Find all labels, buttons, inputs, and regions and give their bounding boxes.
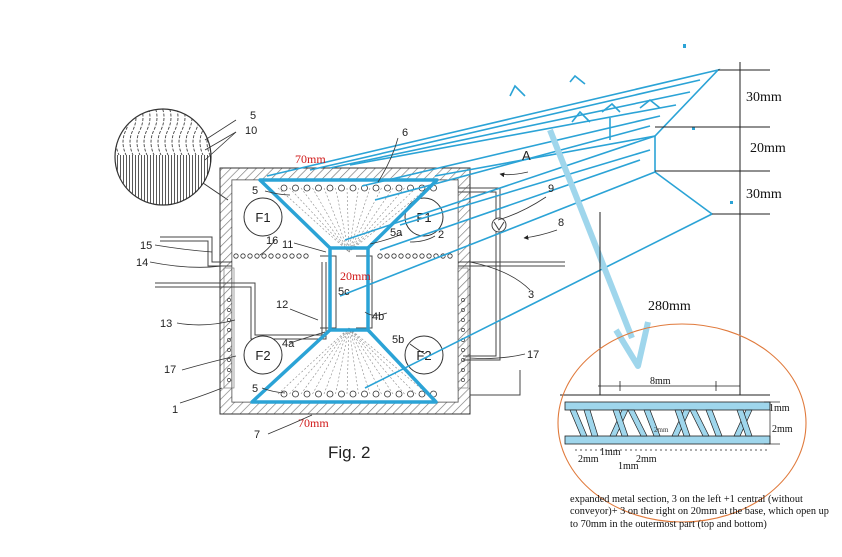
detail-ellipse: [557, 323, 807, 523]
dim-20mm-middle: 20mm: [750, 141, 786, 156]
dim-30mm-bottom: 30mm: [746, 187, 782, 202]
detail-dim: 1mm: [600, 447, 621, 458]
reference-numbers: 5 10 6 9 5 2 5a 16 15 14 11 3 12 5c 13 4…: [136, 110, 564, 441]
ref-number: 16: [266, 235, 278, 247]
ref-number: 9: [548, 183, 554, 195]
ref-number: 11: [282, 239, 293, 251]
ref-number: 5c: [338, 286, 350, 298]
dim-30mm-top: 30mm: [746, 90, 782, 105]
ref-number: 5: [250, 110, 256, 122]
pump-symbol: [491, 217, 507, 233]
ref-number: 15: [140, 240, 152, 252]
section-detail: 8mm 1mm 2mm 2mm 1mm 2mm 2mm 1mm: [557, 323, 807, 523]
ref-number: 5: [252, 185, 258, 197]
detail-dim: 1mm: [769, 403, 790, 414]
detail-dim: 2mm: [654, 426, 669, 434]
ref-number: 6: [402, 127, 408, 139]
ref-number: 8: [558, 217, 564, 229]
dim-bottom-opening: 70mm: [298, 416, 329, 430]
dim-top-opening: 70mm: [295, 152, 326, 166]
piping: [155, 187, 565, 396]
ref-number: 5: [252, 383, 258, 395]
ref-number: 1: [172, 404, 178, 416]
detail-dim: 2mm: [772, 424, 793, 435]
ref-number: 4a: [282, 338, 295, 350]
detail-bottom-strip: [564, 435, 771, 445]
pump-valve-icon: [493, 221, 505, 231]
magnifier-detail: [114, 108, 237, 206]
overlay-perspective-3d: [266, 68, 721, 389]
heater-bottom-row: [280, 390, 437, 398]
ref-number: 7: [254, 429, 260, 441]
overlay-pointer-arrow: [547, 128, 651, 369]
chamber-label: F2: [255, 348, 270, 363]
ref-number: 17: [527, 349, 539, 361]
leader-lines: [149, 137, 558, 435]
ref-number: 13: [160, 318, 172, 330]
detail-dim: 2mm: [636, 454, 657, 465]
ref-number: 12: [276, 299, 288, 311]
heater-top-row: [280, 184, 437, 192]
detail-webs: [569, 409, 753, 437]
ref-number: 3: [528, 289, 534, 301]
figure-caption: Fig. 2: [328, 443, 371, 462]
ref-number: 2: [438, 229, 444, 241]
dim-280mm: 280mm: [648, 299, 691, 314]
dimension-lines: [560, 62, 770, 396]
ref-number: 14: [136, 257, 148, 269]
dim-center-gap: 20mm: [340, 269, 371, 283]
detail-width: 8mm: [650, 376, 671, 387]
ref-number: 4b: [372, 311, 384, 323]
ref-number: 5a: [390, 227, 403, 239]
chamber-label: F1: [255, 210, 270, 225]
section-letter: A: [522, 148, 531, 163]
detail-top-strip: [564, 401, 771, 411]
blue-marks: [683, 44, 733, 204]
detail-dim: 1mm: [618, 461, 639, 472]
overlay-funnel-outline: [250, 178, 439, 404]
ref-number: 10: [245, 125, 257, 137]
chamber-label: F2: [416, 348, 431, 363]
fan-lines: [277, 187, 428, 395]
annotation-note: expanded metal section, 3 on the left +1…: [570, 494, 829, 530]
heater-mid-left: [233, 253, 309, 259]
ref-number: 5b: [392, 334, 404, 346]
detail-dim: 2mm: [578, 454, 599, 465]
ref-number: 17: [164, 364, 176, 376]
